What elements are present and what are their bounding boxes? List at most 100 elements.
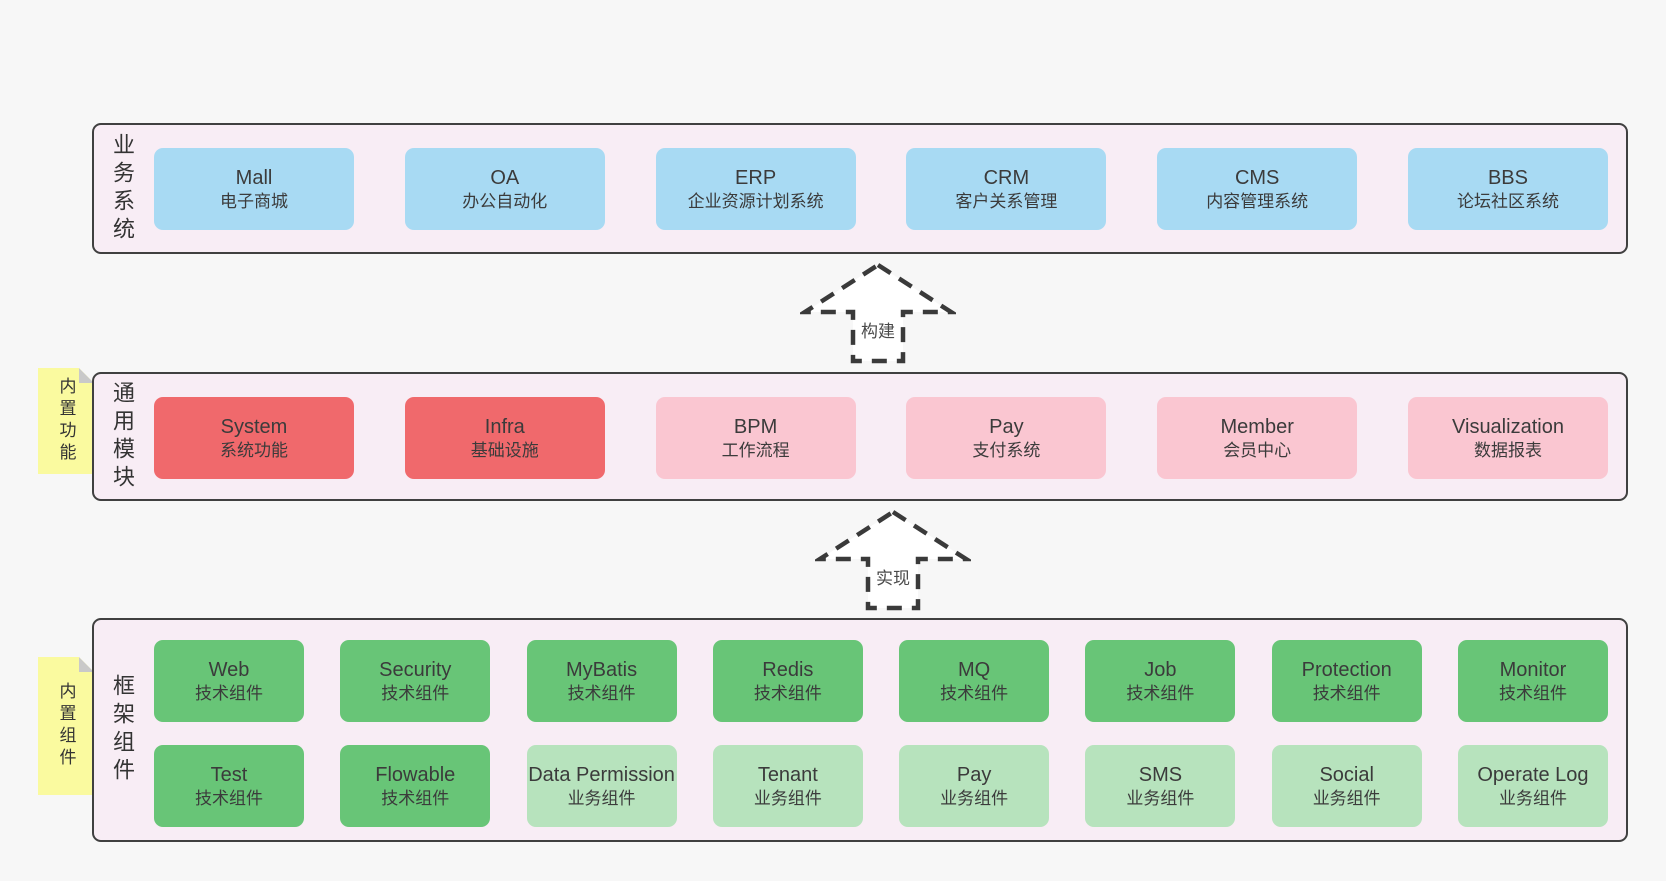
sticky-note-label: 内置功能	[56, 377, 76, 465]
box-title: Visualization	[1452, 415, 1564, 438]
box-title: Mall	[235, 166, 273, 189]
box-title: SMS	[1138, 763, 1183, 786]
box-title: MQ	[958, 658, 991, 681]
box-subtitle: 技术组件	[753, 683, 822, 703]
box-subtitle: 业务组件	[1498, 788, 1567, 808]
box-title: Redis	[762, 658, 814, 681]
box-subtitle: 论坛社区系统	[1456, 191, 1559, 211]
box-title: Infra	[484, 415, 525, 438]
box-subtitle: 客户关系管理	[955, 191, 1058, 211]
dashed-up-arrow-build: 构建	[800, 260, 956, 366]
box-title: Flowable	[375, 763, 456, 786]
box-subtitle: 数据报表	[1473, 440, 1542, 460]
up-arrow-icon	[800, 262, 956, 364]
box-title: Security	[379, 658, 452, 681]
box-subtitle: 技术组件	[381, 788, 450, 808]
box-subtitle: 电子商城	[220, 191, 288, 211]
box-subtitle: 业务组件	[940, 788, 1009, 808]
box-subtitle: 办公自动化	[462, 191, 548, 211]
box-subtitle: 技术组件	[1126, 683, 1195, 703]
layer-title: 通用模块	[110, 380, 135, 493]
box-subtitle: 技术组件	[1312, 683, 1381, 703]
box-subtitle: 业务组件	[567, 788, 636, 808]
box-subtitle: 技术组件	[195, 788, 263, 808]
box-title: MyBatis	[566, 658, 638, 681]
box-subtitle: 技术组件	[381, 683, 450, 703]
box-title: Test	[210, 763, 248, 786]
box-title: Data Permission	[528, 763, 675, 786]
box-subtitle: 技术组件	[1498, 683, 1567, 703]
box-title: Monitor	[1499, 658, 1567, 681]
dashed-up-arrow-implement: 实现	[815, 507, 971, 613]
box-title: Member	[1220, 415, 1294, 438]
box-title: Job	[1144, 658, 1177, 681]
box-title: Social	[1319, 763, 1374, 786]
box-subtitle: 工作流程	[721, 440, 790, 460]
box-subtitle: 技术组件	[195, 683, 263, 703]
box-subtitle: 内容管理系统	[1206, 191, 1309, 211]
box-subtitle: 会员中心	[1223, 440, 1292, 460]
box-title: BPM	[733, 415, 778, 438]
arrow-label: 构建	[861, 322, 895, 341]
box-title: ERP	[735, 166, 777, 189]
layer-title: 框架组件	[110, 674, 135, 786]
box-title: Pay	[956, 763, 992, 786]
arrow-label: 实现	[876, 569, 910, 588]
box-title: Web	[208, 658, 250, 681]
sticky-note-label: 内置组件	[56, 682, 76, 770]
box-title: BBS	[1487, 166, 1528, 189]
layer-title: 业务系统	[110, 132, 135, 245]
box-title: Pay	[989, 415, 1024, 438]
box-subtitle: 业务组件	[753, 788, 822, 808]
box-subtitle: 业务组件	[1126, 788, 1195, 808]
box-title: Operate Log	[1477, 763, 1589, 786]
box-title: Protection	[1301, 658, 1392, 681]
box-subtitle: 技术组件	[567, 683, 636, 703]
box-subtitle: 系统功能	[220, 440, 288, 460]
box-title: System	[220, 415, 288, 438]
box-title: CRM	[983, 166, 1030, 189]
box-subtitle: 企业资源计划系统	[687, 191, 824, 211]
box-subtitle: 技术组件	[940, 683, 1009, 703]
up-arrow-icon	[815, 509, 971, 611]
sticky-note-builtin-components: 内置组件	[38, 657, 94, 795]
box-title: Tenant	[757, 763, 818, 786]
box-title: OA	[490, 166, 520, 189]
